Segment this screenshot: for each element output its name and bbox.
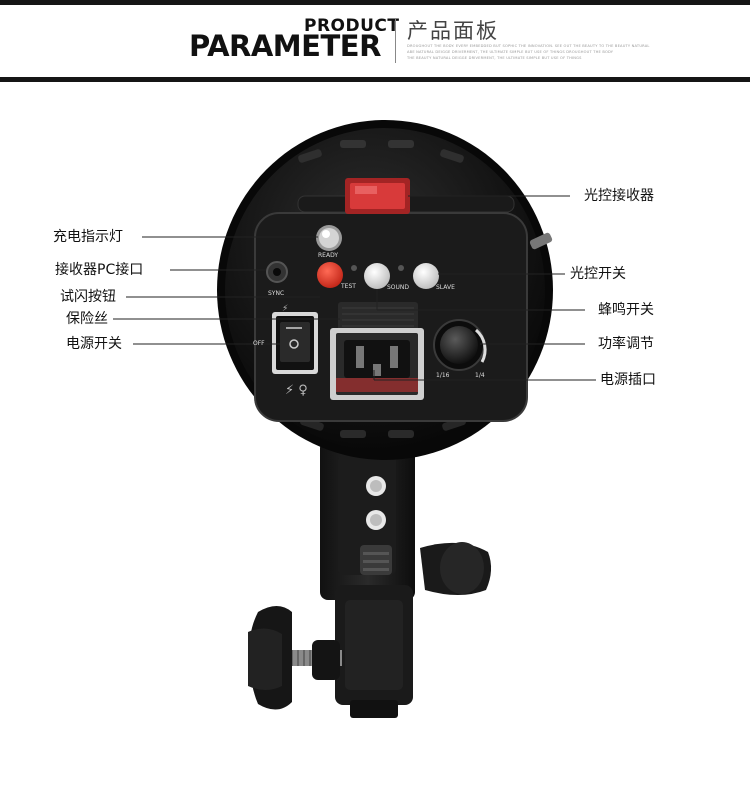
scale-max-label: 1/4 xyxy=(475,372,485,379)
label-light-receiver: 光控接收器 xyxy=(584,188,654,204)
header-bottom-bar xyxy=(0,77,750,82)
label-charge-indicator: 充电指示灯 xyxy=(53,229,123,245)
header-title-cn: 产品面板 xyxy=(407,19,499,43)
label-power-adjust: 功率调节 xyxy=(598,336,654,352)
top-bar xyxy=(0,0,750,5)
scale-min-label: 1/16 xyxy=(436,372,450,379)
test-label: TEST xyxy=(341,283,356,290)
header-fine-text-2: ABE NATURAL DEIGGE DRIVERMENT, THE ULTIM… xyxy=(407,50,614,54)
header-fine-text-1: DROUGHOUT THE BODY. EVERY EMBEDDED BUT S… xyxy=(407,44,650,48)
label-power-switch: 电源开关 xyxy=(66,336,122,352)
stand-mount xyxy=(248,440,492,718)
svg-text:⚡ ♀: ⚡ ♀ xyxy=(285,383,308,398)
header-title-main: PARAMETER xyxy=(189,29,381,63)
svg-text:⚡: ⚡ xyxy=(282,304,288,314)
label-fuse: 保险丝 xyxy=(66,311,108,327)
label-sound-switch: 蜂鸣开关 xyxy=(598,302,654,318)
sync-label: SYNC xyxy=(268,290,285,297)
control-panel: ⚡ ⚡ ♀ xyxy=(254,178,528,422)
leader-lines xyxy=(113,195,596,381)
label-test-button: 试闪按钮 xyxy=(60,289,116,305)
label-slave-switch: 光控开关 xyxy=(570,266,626,282)
label-pc-sync-port: 接收器PC接口 xyxy=(55,262,144,278)
slave-label: SLAVE xyxy=(436,284,455,291)
label-power-socket: 电源插口 xyxy=(600,372,656,388)
sound-label: SOUND xyxy=(387,284,410,291)
header-divider xyxy=(395,19,396,63)
header-title-top: PRODUCT xyxy=(304,16,400,36)
header-fine-text-3: THE BEAUTY NATURAL DEIGGE DRIVERMENT, TH… xyxy=(407,56,582,60)
ready-label: READY xyxy=(318,252,339,259)
off-label: OFF xyxy=(253,340,265,347)
